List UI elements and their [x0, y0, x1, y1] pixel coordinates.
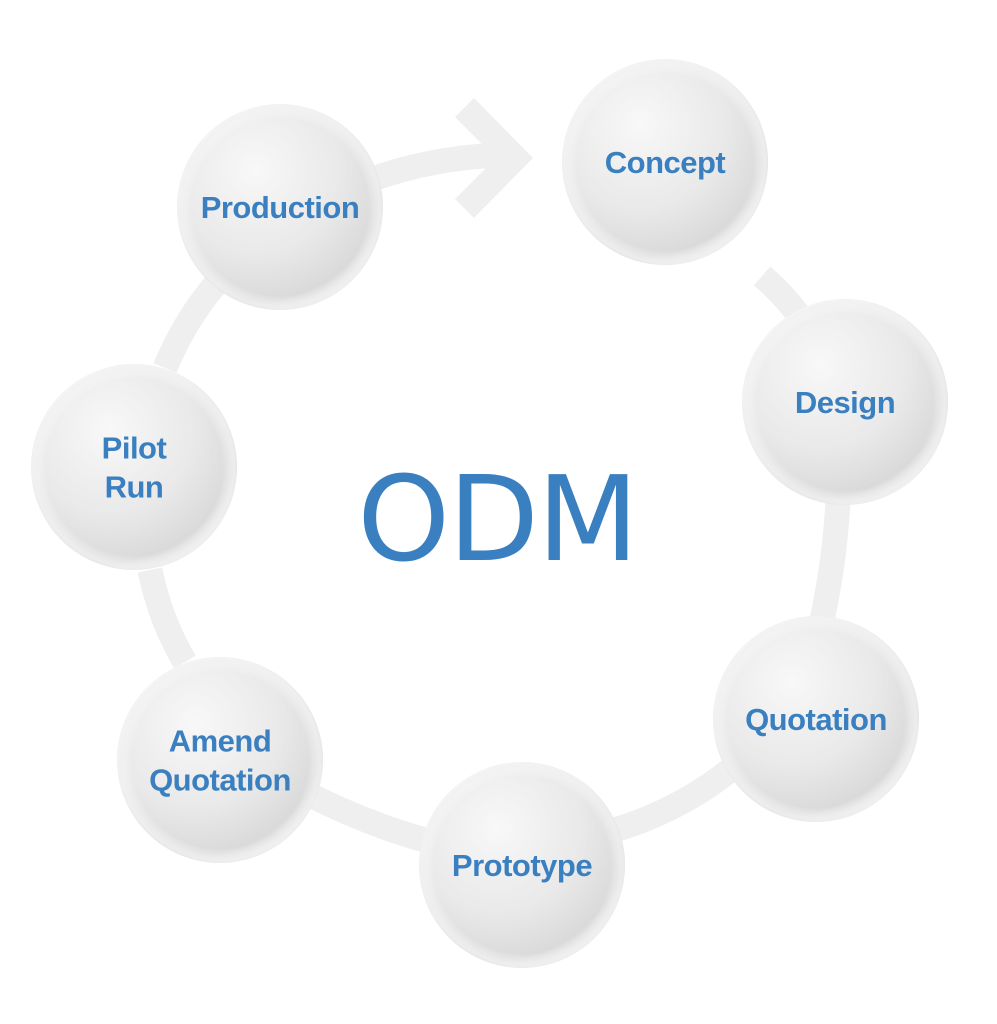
nodes-layer: ConceptDesignQuotationPrototypeAmendQuot… [31, 59, 948, 968]
node-production: Production [177, 104, 383, 310]
node-design: Design [742, 299, 948, 505]
node-label: Production [201, 190, 360, 225]
center-title: ODM [357, 450, 637, 588]
arrow-right-icon [455, 98, 533, 218]
node-label: Prototype [452, 848, 592, 883]
sphere-rim [31, 364, 237, 570]
connector-quotation-prototype [611, 760, 738, 842]
node-prototype: Prototype [419, 762, 625, 968]
connector-pilot-production [153, 276, 225, 373]
node-quotation: Quotation [713, 616, 919, 822]
connector-amend-pilot [137, 567, 196, 669]
node-label: Amend [169, 724, 272, 759]
sphere-rim [177, 104, 383, 310]
node-label: Run [105, 470, 164, 505]
sphere-rim [713, 616, 919, 822]
sphere-rim [562, 59, 768, 265]
node-label: Quotation [149, 763, 291, 798]
connector-design-quotation [809, 499, 851, 623]
node-label: Design [795, 385, 895, 420]
sphere-rim [419, 762, 625, 968]
sphere-rim [117, 657, 323, 863]
node-label: Concept [605, 145, 726, 180]
connector-prototype-amend [304, 783, 429, 853]
connector-production-concept [365, 142, 501, 192]
sphere-rim [742, 299, 948, 505]
cycle-connectors [137, 142, 851, 853]
node-concept: Concept [562, 59, 768, 265]
node-label: Quotation [745, 702, 887, 737]
node-label: Pilot [102, 431, 167, 466]
